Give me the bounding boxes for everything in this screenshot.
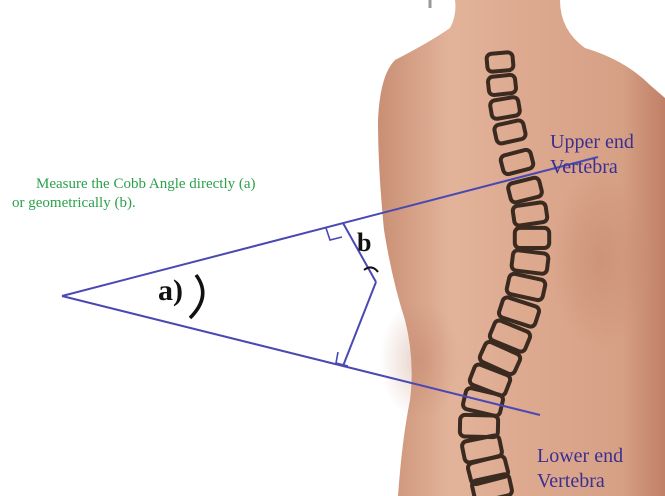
angle-a-arc xyxy=(190,275,203,318)
upper-end-label-line1: Upper end xyxy=(550,131,634,154)
back-shadow xyxy=(380,300,460,420)
right-angle-marker-upper xyxy=(326,228,342,240)
back-shadow-right xyxy=(550,170,650,350)
lower-perpendicular-line xyxy=(343,282,376,366)
upper-end-label-line2: Vertebra xyxy=(550,156,618,179)
instruction-line-2: or geometrically (b). xyxy=(12,194,136,212)
angle-b-label: b xyxy=(357,228,371,258)
lower-end-label-line1: Lower end xyxy=(537,445,623,468)
instruction-line-1: Measure the Cobb Angle directly (a) xyxy=(36,175,256,193)
angle-a-label: a) xyxy=(158,274,183,308)
lower-end-label-line2: Vertebra xyxy=(537,470,605,493)
